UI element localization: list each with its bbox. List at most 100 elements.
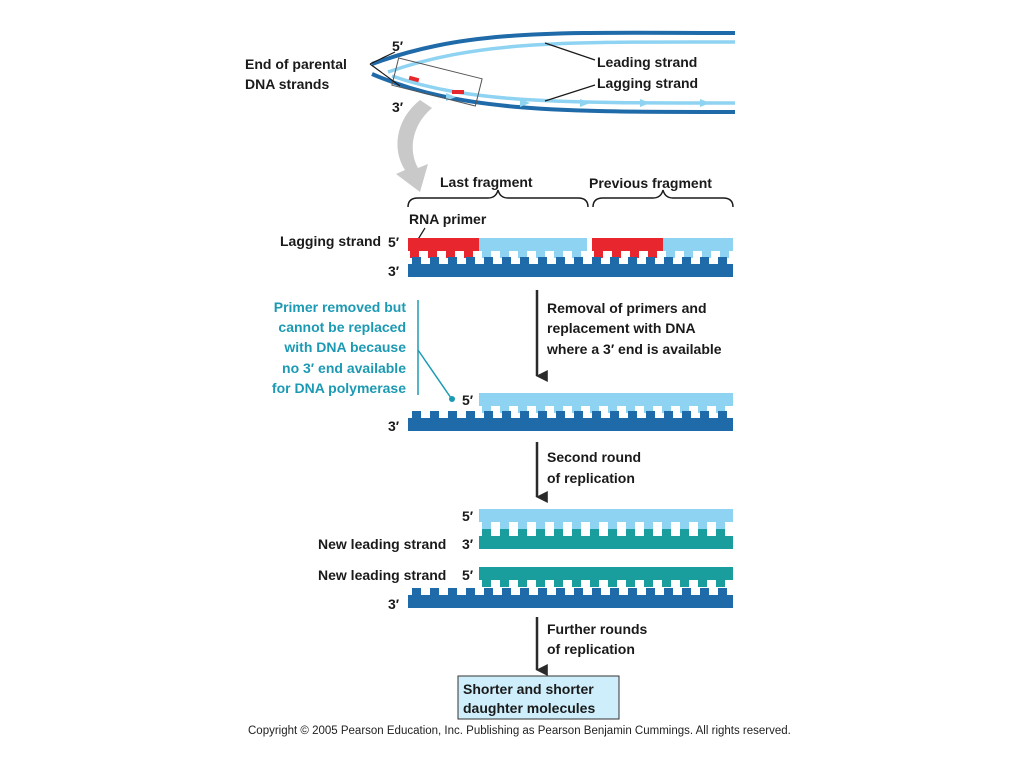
base-pair-tooth — [500, 251, 509, 258]
step3-text: Further rounds of replication — [547, 621, 648, 657]
row1-fragment-2 — [663, 238, 733, 251]
row3-top-strand — [479, 509, 733, 522]
base-pair-tooth — [500, 522, 509, 529]
leading-pointer — [544, 42, 596, 61]
base-pair-tooth — [518, 406, 527, 413]
base-pair-tooth — [716, 406, 725, 413]
row3-5prime: 5′ — [462, 508, 474, 524]
row2-5prime: 5′ — [462, 392, 474, 408]
base-pair-tooth — [718, 588, 727, 595]
copyright-text: Copyright © 2005 Pearson Education, Inc.… — [248, 725, 791, 737]
row2-3prime: 3′ — [388, 418, 400, 434]
base-pair-tooth — [500, 406, 509, 413]
row1-bottom-teeth — [412, 257, 727, 264]
base-pair-tooth — [572, 251, 581, 258]
svg-text:Primer removed but: Primer removed but — [274, 299, 407, 315]
base-pair-tooth — [538, 411, 547, 418]
base-pair-tooth — [612, 251, 621, 258]
row1-top-teeth — [410, 251, 729, 258]
base-pair-tooth — [592, 257, 601, 264]
base-pair-tooth — [554, 406, 563, 413]
base-pair-tooth — [666, 251, 675, 258]
base-pair-tooth — [464, 251, 473, 258]
base-pair-tooth — [538, 588, 547, 595]
base-pair-tooth — [664, 588, 673, 595]
base-pair-tooth — [448, 411, 457, 418]
result-box — [457, 675, 620, 720]
row3-3prime: 3′ — [462, 536, 474, 552]
base-pair-tooth — [610, 588, 619, 595]
rna-primer-mini-2 — [452, 90, 464, 94]
replication-fork — [369, 30, 736, 114]
base-pair-tooth — [554, 529, 563, 536]
base-pair-tooth — [628, 588, 637, 595]
base-pair-tooth — [630, 251, 639, 258]
row1-5prime: 5′ — [388, 234, 400, 250]
base-pair-tooth — [520, 411, 529, 418]
base-pair-tooth — [698, 522, 707, 529]
svg-text:Removal of primers and: Removal of primers and — [547, 300, 707, 316]
previous-fragment-label: Previous fragment — [589, 175, 712, 191]
base-pair-tooth — [718, 257, 727, 264]
row4-3prime: 3′ — [388, 596, 400, 612]
base-pair-tooth — [572, 522, 581, 529]
row1-fragment-1 — [479, 238, 587, 251]
base-pair-tooth — [680, 529, 689, 536]
base-pair-tooth — [536, 529, 545, 536]
base-pair-tooth — [536, 251, 545, 258]
base-pair-tooth — [610, 411, 619, 418]
base-pair-tooth — [626, 522, 635, 529]
row4-bottom-teeth — [412, 588, 727, 595]
base-pair-tooth — [682, 588, 691, 595]
base-pair-tooth — [554, 580, 563, 587]
base-pair-tooth — [610, 257, 619, 264]
last-fragment-brace — [407, 189, 589, 208]
base-pair-tooth — [500, 580, 509, 587]
pointer-line-2 — [369, 63, 401, 87]
base-pair-tooth — [556, 411, 565, 418]
base-pair-tooth — [700, 588, 709, 595]
row3-bottom-teeth — [482, 529, 725, 536]
base-pair-tooth — [518, 580, 527, 587]
base-pair-tooth — [680, 406, 689, 413]
base-pair-tooth — [662, 406, 671, 413]
dna-row-4 — [408, 567, 733, 608]
base-pair-tooth — [626, 580, 635, 587]
base-pair-tooth — [412, 588, 421, 595]
base-pair-tooth — [482, 522, 491, 529]
base-pair-tooth — [682, 257, 691, 264]
base-pair-tooth — [518, 251, 527, 258]
lagging-pointer — [544, 84, 596, 102]
base-pair-tooth — [484, 588, 493, 595]
base-pair-tooth — [662, 580, 671, 587]
base-pair-tooth — [430, 411, 439, 418]
base-pair-tooth — [646, 411, 655, 418]
base-pair-tooth — [718, 411, 727, 418]
base-pair-tooth — [680, 580, 689, 587]
row2-top-teeth — [482, 406, 725, 413]
base-pair-tooth — [448, 588, 457, 595]
base-pair-tooth — [720, 251, 729, 258]
step2-text: Second round of replication — [547, 449, 641, 486]
row4-template-backbone — [408, 595, 733, 608]
base-pair-tooth — [662, 522, 671, 529]
svg-text:Second round: Second round — [547, 449, 641, 465]
base-pair-tooth — [572, 406, 581, 413]
base-pair-tooth — [554, 251, 563, 258]
row4-new-leading-label: New leading strand — [318, 567, 446, 583]
base-pair-tooth — [430, 257, 439, 264]
base-pair-tooth — [484, 257, 493, 264]
base-pair-tooth — [700, 411, 709, 418]
row1-3prime: 3′ — [388, 263, 400, 279]
base-pair-tooth — [628, 257, 637, 264]
zoom-box — [391, 57, 483, 107]
base-pair-tooth — [644, 529, 653, 536]
base-pair-tooth — [644, 406, 653, 413]
base-pair-tooth — [520, 257, 529, 264]
base-pair-tooth — [590, 529, 599, 536]
last-fragment-label: Last fragment — [440, 174, 533, 190]
svg-text:replacement with DNA: replacement with DNA — [547, 320, 696, 336]
base-pair-tooth — [626, 406, 635, 413]
